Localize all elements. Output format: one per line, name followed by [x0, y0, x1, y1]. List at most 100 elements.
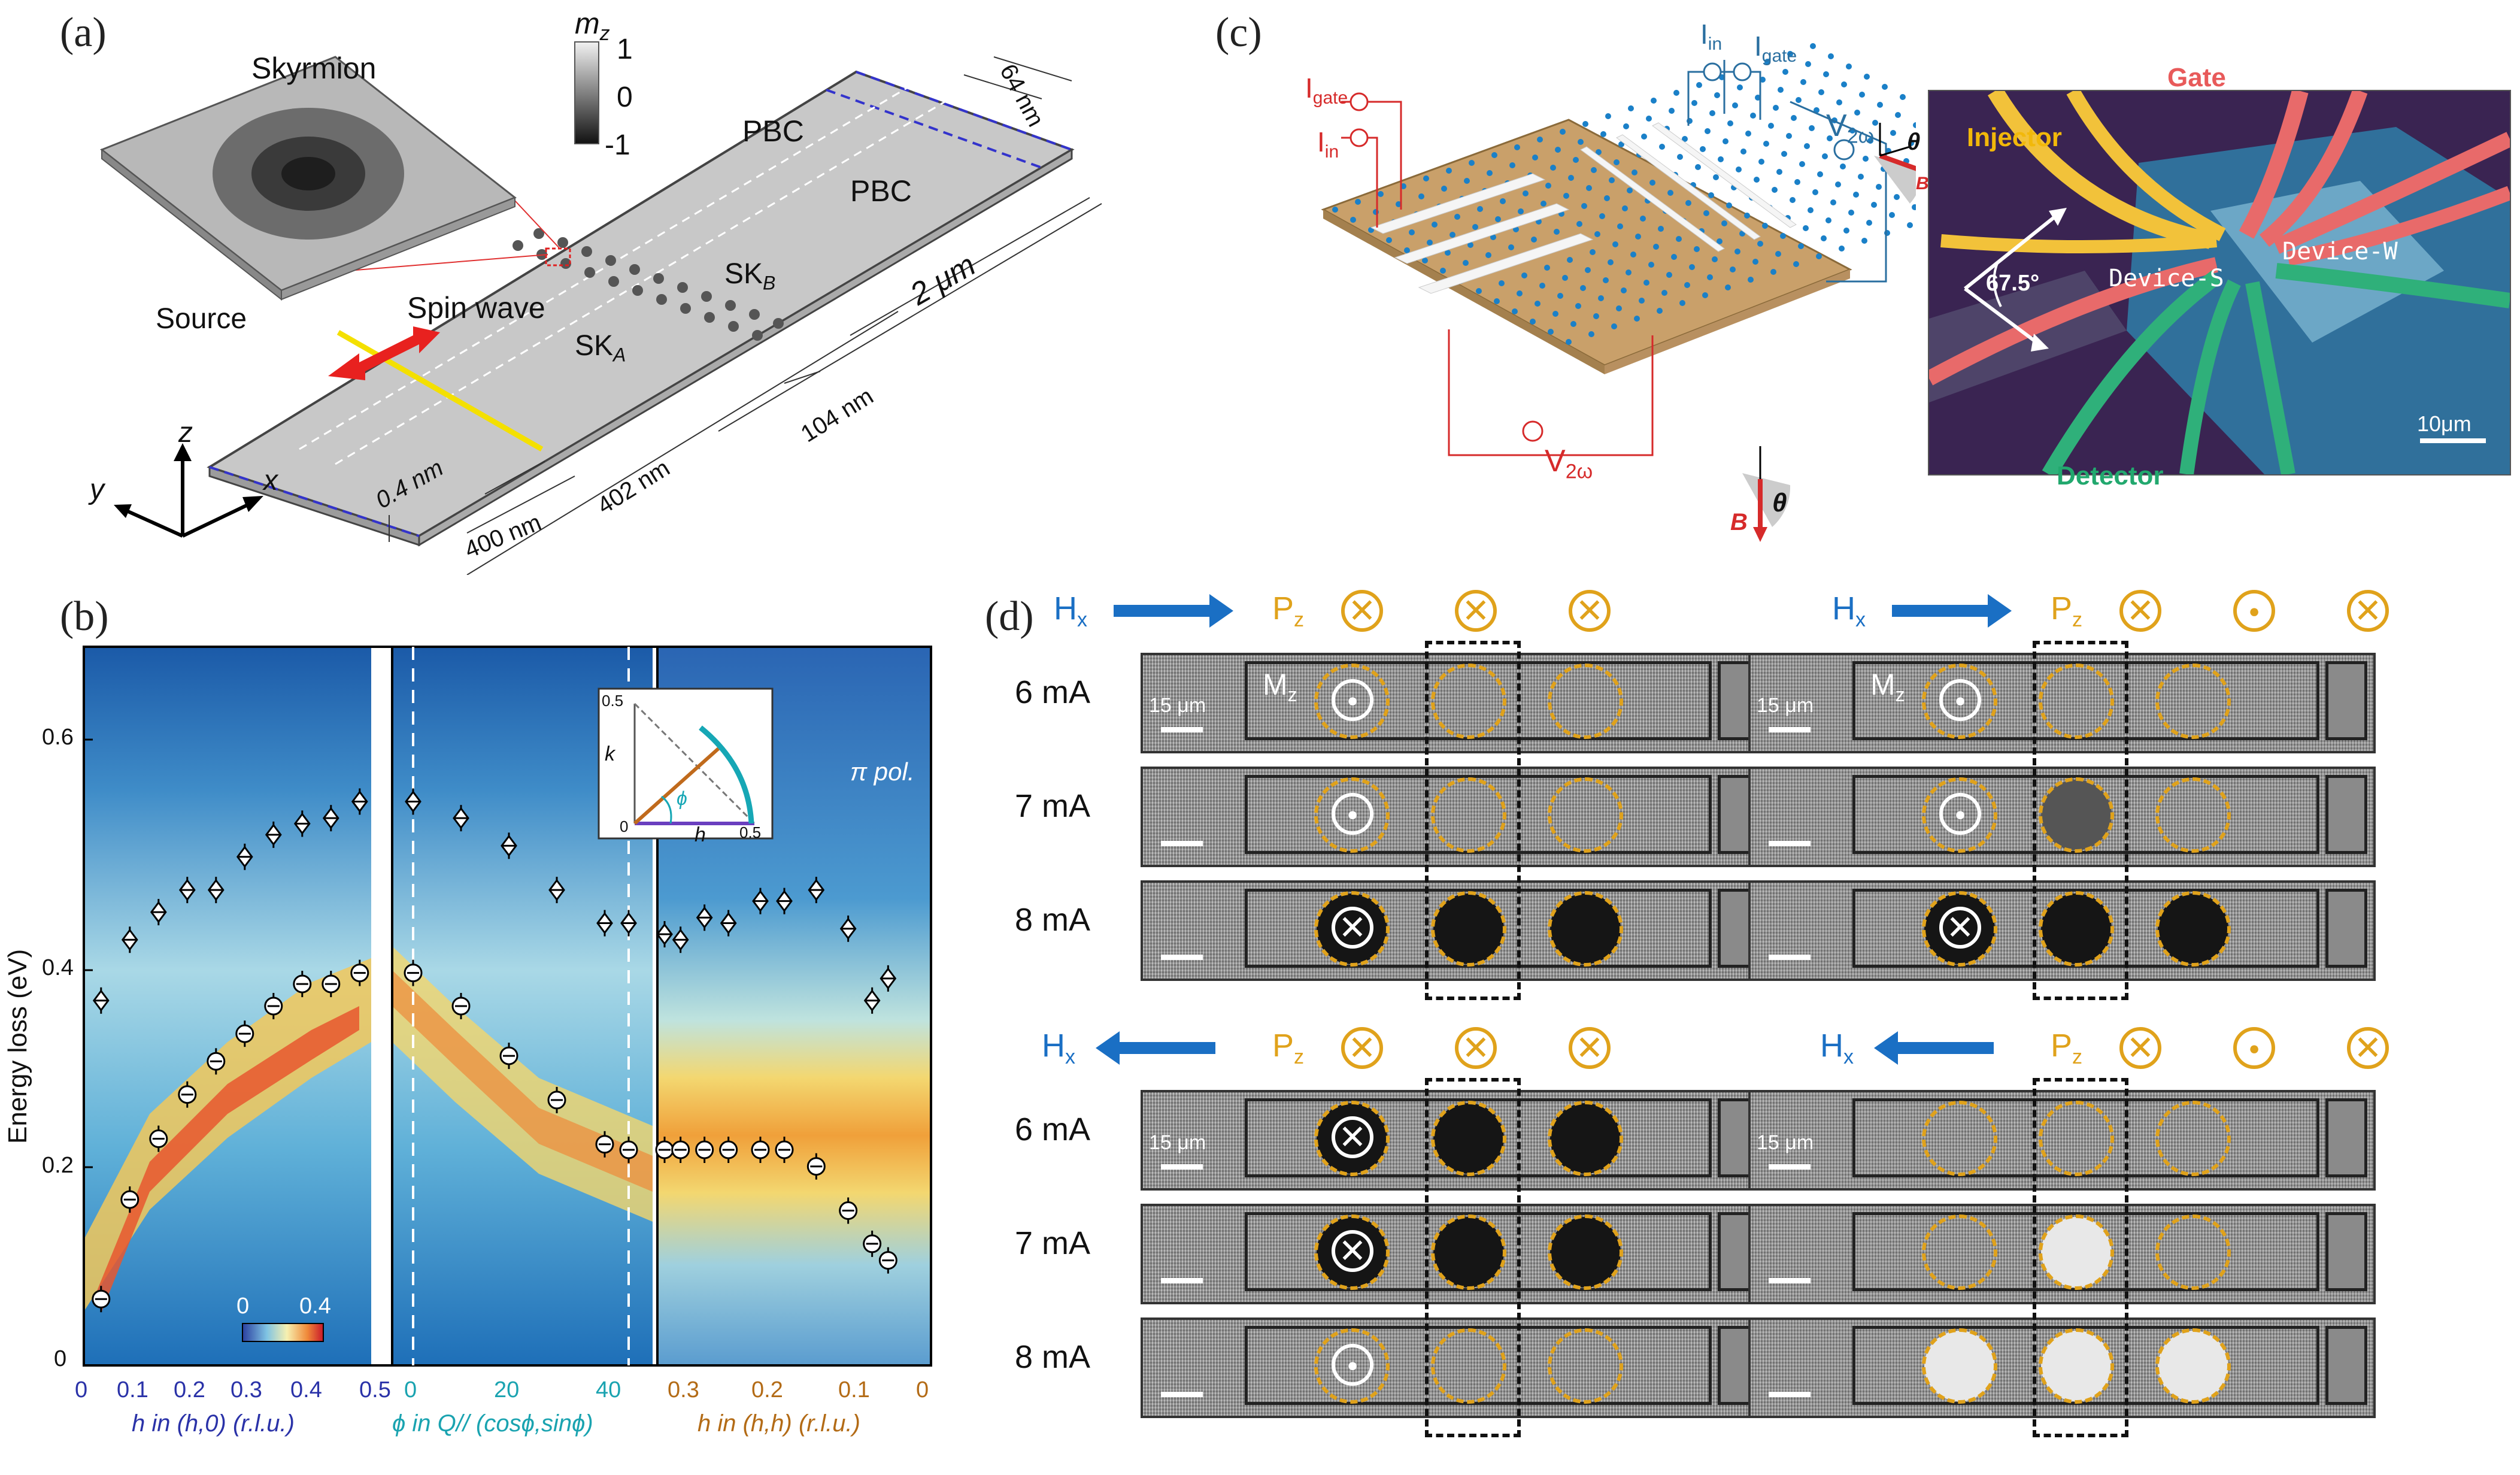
lattice-atom: [1700, 146, 1706, 152]
lattice-atom: [1853, 192, 1859, 198]
pz-label: Pz: [2051, 1027, 2082, 1069]
lattice-atom: [1705, 128, 1711, 134]
scale-label: 15 μm: [1757, 1131, 1814, 1154]
lattice-atom: [1608, 259, 1614, 265]
lattice-atom: [1912, 204, 1916, 210]
scalebar: [1769, 727, 1811, 732]
end-pad: [2325, 775, 2367, 854]
lattice-atom: [1793, 261, 1799, 267]
dot-circle-icon: ●: [2233, 1027, 2275, 1069]
lattice-atom: [1580, 285, 1586, 291]
lattice-atom: [1659, 144, 1665, 150]
cross-circle-icon: ✕: [1939, 907, 1981, 949]
arrow-head: [1874, 1031, 1898, 1065]
arrow-head: [1988, 594, 2012, 628]
device-schematic: [1321, 43, 1916, 542]
lattice-atom: [1726, 202, 1732, 208]
current-label: 6 mA: [1015, 674, 1091, 710]
dashed-ring: [1314, 777, 1390, 853]
arrow-head: [1096, 1031, 1120, 1065]
dashed-ring: [1431, 664, 1506, 739]
colorbar-min: 0: [236, 1294, 250, 1319]
lattice-atom: [1514, 144, 1520, 150]
scalebar: [1769, 1392, 1811, 1397]
dot-circle-icon: ●: [1939, 679, 1981, 721]
lattice-atom: [1713, 174, 1719, 180]
lattice-atom: [1810, 43, 1816, 49]
hx-label: Hx: [1820, 1027, 1854, 1069]
hx-main: H: [1832, 590, 1855, 626]
lattice-atom: [1517, 290, 1523, 296]
hx-sub: x: [1855, 608, 1866, 631]
lattice-atom: [1621, 287, 1627, 293]
dashed-ring: [1922, 1101, 1997, 1176]
lattice-atom: [1805, 61, 1811, 67]
pz-main: P: [2051, 590, 2073, 626]
lattice-atom: [1477, 206, 1483, 212]
lattice-atom: [1651, 98, 1657, 104]
dashed-ring: [1922, 777, 1997, 853]
cross-circle-icon: ✕: [2119, 590, 2161, 632]
lattice-atom: [1539, 283, 1545, 289]
lattice-atom: [1472, 224, 1478, 230]
lattice-atom: [1871, 202, 1877, 208]
dashed-ring: [2039, 1101, 2114, 1176]
lattice-atom: [1469, 160, 1475, 166]
lattice-atom: [1449, 232, 1455, 238]
lattice-atom: [1418, 193, 1424, 199]
lattice-atom: [1562, 275, 1568, 281]
pz-sub: z: [1294, 1045, 1305, 1068]
lattice-atom: [1787, 51, 1793, 57]
lattice-atom: [1658, 226, 1664, 232]
lattice-atom: [1694, 246, 1700, 252]
lattice-atom: [1691, 100, 1697, 106]
y-tick-0p4: 0.4: [42, 955, 74, 980]
lattice-atom: [1894, 194, 1900, 200]
lattice-atom: [1673, 90, 1679, 96]
lattice-atom: [1440, 268, 1446, 274]
arrow-right-icon: [1892, 594, 2012, 628]
dot-circle-icon: ●: [1332, 793, 1373, 835]
lattice-atom: [1628, 105, 1634, 111]
lattice-atom: [1661, 290, 1667, 296]
dashed-ring: [1431, 891, 1506, 967]
dashed-ring: [1548, 1328, 1623, 1404]
hx-main: H: [1042, 1028, 1065, 1064]
lattice-atom: [1671, 254, 1677, 260]
lattice-atom: [1591, 167, 1597, 173]
lattice-atom: [1432, 222, 1438, 228]
strip-border: [1245, 775, 1712, 854]
strip-border: [1852, 1212, 2319, 1291]
scalebar: [1161, 1278, 1203, 1283]
dashed-ring: [2039, 1214, 2114, 1290]
x1-tick-0p3: 0.3: [231, 1377, 262, 1403]
lattice-atom: [1684, 282, 1690, 288]
inset-h: h: [695, 823, 706, 846]
lattice-atom: [1378, 191, 1384, 197]
strip-border: [1245, 661, 1712, 740]
pz-label: Pz: [2051, 590, 2082, 632]
hx-label: Hx: [1054, 590, 1087, 632]
lattice-atom: [1848, 210, 1854, 216]
arrow-head: [1209, 594, 1233, 628]
lattice-atom: [1588, 331, 1594, 337]
dashed-ring: [2155, 1101, 2231, 1176]
lattice-atom: [1582, 121, 1588, 127]
strip-border: [1852, 661, 2319, 740]
lattice-atom: [1641, 134, 1647, 140]
dashed-ring: [1548, 777, 1623, 853]
panel-c: (c): [1197, 0, 2520, 575]
lattice-atom: [1732, 102, 1738, 108]
rixs-heatmap-chart: [83, 646, 960, 1367]
lattice-atom: [1890, 130, 1896, 136]
lattice-atom: [1508, 244, 1514, 250]
lattice-atom: [1409, 229, 1415, 235]
lattice-atom: [1499, 280, 1505, 286]
lattice-atom: [1567, 257, 1573, 263]
cross-circle-icon: ✕: [1332, 907, 1373, 949]
scalebar: [1769, 841, 1811, 846]
lattice-atom: [1614, 159, 1620, 165]
mz-tick-0: 0: [617, 81, 633, 113]
lattice-atom: [1445, 250, 1451, 256]
